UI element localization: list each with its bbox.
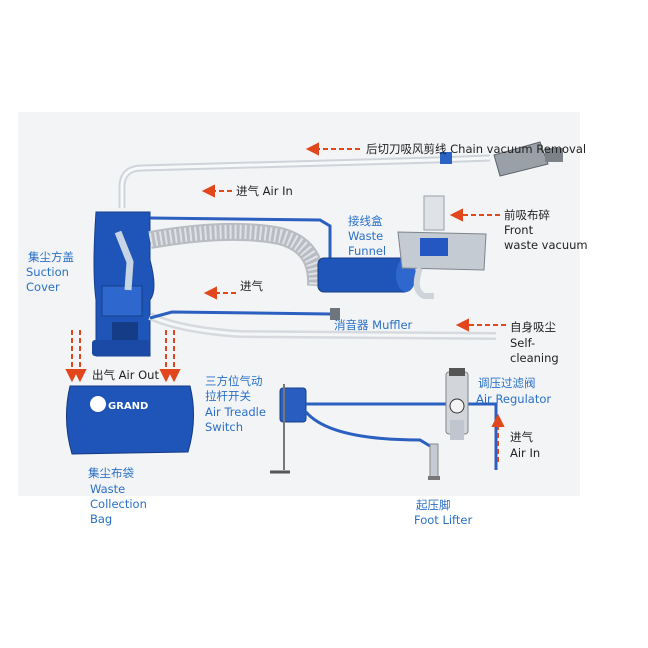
label-air-treadle-en2: Switch — [205, 420, 244, 434]
label-suction-cover-en1: Suction — [26, 265, 69, 279]
label-bag-cn: 集尘布袋 — [88, 466, 134, 480]
label-bag-en2: Collection — [90, 497, 147, 511]
label-chain-removal: 后切刀吸风剪线 Chain vacuum Removal — [366, 142, 587, 156]
label-air-regulator-cn: 调压过滤阀 — [478, 376, 536, 390]
label-suction-cover-en2: Cover — [26, 280, 60, 294]
label-front-waste-en2: waste vacuum — [504, 238, 588, 252]
label-self-clean-en1: Self- — [510, 336, 536, 350]
label-waste-funnel-en1: Waste — [348, 229, 384, 243]
label-foot-lifter-cn: 起压脚 — [416, 498, 451, 512]
label-bag-en1: Waste — [90, 482, 126, 496]
label-air-treadle-cn2: 拉杆开关 — [205, 389, 251, 403]
label-air-treadle-cn1: 三方位气动 — [205, 374, 263, 388]
label-front-waste-cn: 前吸布碎 — [504, 208, 550, 222]
label-waste-funnel-en2: Funnel — [348, 244, 387, 258]
label-air-in-right-en: Air In — [510, 446, 541, 460]
label-self-clean-en2: cleaning — [510, 351, 559, 365]
label-air-in-mid: 进气 — [240, 279, 263, 293]
label-air-out: 出气 Air Out — [92, 368, 159, 382]
hose-connector — [440, 152, 452, 164]
label-foot-lifter-en: Foot Lifter — [414, 513, 473, 527]
bag-brand-logo: GRAND — [108, 401, 148, 412]
label-waste-funnel-cn: 接线盒 — [348, 214, 383, 228]
label-front-waste-en1: Front — [504, 223, 534, 237]
label-air-in-right-cn: 进气 — [510, 430, 533, 444]
chain-removal-nozzle — [493, 141, 549, 177]
label-air-treadle-en1: Air Treadle — [205, 405, 266, 419]
label-air-regulator-en: Air Regulator — [476, 392, 552, 406]
label-bag-en3: Bag — [90, 512, 113, 526]
label-muffler: 消音器 Muffler — [334, 318, 413, 332]
label-suction-cover-cn: 集尘方盖 — [28, 250, 74, 264]
label-self-clean-cn: 自身吸尘 — [510, 320, 556, 334]
label-air-in-top: 进气 Air In — [236, 184, 293, 198]
